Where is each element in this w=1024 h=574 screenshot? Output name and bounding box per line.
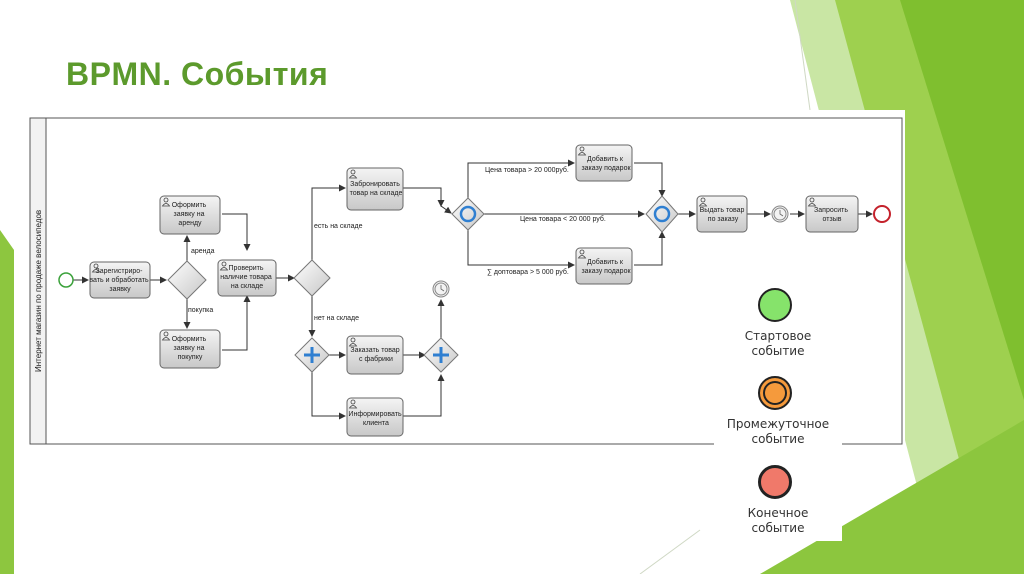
svg-text:Информировать клиента: Информировать клиента	[348, 411, 403, 427]
slide-title: BPMN. События	[66, 56, 329, 92]
flow-label-in-stock: есть на складе	[314, 223, 363, 230]
task-order-from-factory: Заказать товар с фабрики	[346, 335, 404, 375]
timer-intermediate-event-1	[432, 280, 450, 298]
deco-stripe-left	[0, 230, 14, 574]
lane-header	[29, 117, 47, 445]
end-event	[873, 205, 891, 223]
inclusive-gateway-join	[645, 195, 679, 233]
flow-label-sum-gt: ∑ доптовара > 5 000 руб.	[487, 268, 569, 276]
svg-text:Проверить наличие това: Проверить наличие товара на складе	[220, 265, 273, 290]
task-reserve-stock: Забронировать товар на складе	[346, 167, 404, 211]
flow-label-arenda: аренда	[191, 248, 215, 255]
flow-label-not-in-stock: нет на складе	[314, 315, 359, 322]
flow-label-price-lt: Цена товара < 20 000 руб.	[520, 215, 606, 223]
flow-label-pokupka: покупка	[188, 307, 213, 314]
svg-text:Добавить к заказу пода: Добавить к заказу подарок	[581, 258, 631, 275]
svg-text:Забронировать товар на: Забронировать товар на складе	[350, 180, 403, 197]
start-event	[58, 272, 74, 288]
sequence-flows	[73, 159, 873, 420]
exclusive-gateway-stock	[293, 259, 331, 297]
deco-stripe-dark	[900, 0, 1024, 400]
intermediate-event-legend-icon	[758, 376, 792, 410]
lane-label: Интернет магазин по продаже велосипедов	[34, 210, 43, 372]
parallel-gateway-join	[423, 337, 459, 373]
svg-text:Заказать товар с фабри: Заказать товар с фабрики	[350, 347, 401, 363]
task-register-and-process: Зарегистриро- вать и обработать заявку	[89, 261, 151, 299]
task-request-feedback: Запросить отзыв	[805, 195, 859, 233]
deco-line	[794, 0, 811, 111]
timer-intermediate-event-2	[771, 205, 789, 223]
inclusive-gateway-split	[451, 197, 485, 231]
task-issue-order: Выдать товар по заказу	[696, 195, 748, 233]
task-check-stock: Проверить наличие товара на складе	[217, 259, 277, 297]
task-purchase-request: Оформить заявку на покупку	[159, 329, 221, 369]
end-event-legend-icon	[758, 465, 792, 499]
parallel-gateway-split	[294, 337, 330, 373]
svg-text:Добавить к заказу пода: Добавить к заказу подарок	[581, 155, 631, 172]
svg-text:Оформить заявку на: Оформить заявку на аренду	[172, 202, 209, 227]
flow-label-price-gt: Цена товара > 20 000руб.	[485, 166, 569, 174]
task-rent-request: Оформить заявку на аренду	[159, 195, 221, 235]
svg-text:Зарегистриро- вать и о: Зарегистриро- вать и обработать заявку	[89, 268, 150, 293]
start-event-legend-icon	[758, 288, 792, 322]
task-add-gift-1: Добавить к заказу подарок	[575, 144, 633, 182]
task-add-gift-2: Добавить к заказу подарок	[575, 247, 633, 285]
exclusive-gateway-rent-buy	[167, 260, 207, 300]
svg-text:Оформить заявку на: Оформить заявку на покупку	[172, 336, 209, 361]
svg-text:Запросить отзыв: Запросить отзыв	[814, 207, 850, 223]
deco-line-2	[639, 529, 701, 574]
svg-text:Выдать товар по заказу: Выдать товар по заказу	[700, 207, 747, 223]
task-inform-client: Информировать клиента	[346, 397, 404, 437]
